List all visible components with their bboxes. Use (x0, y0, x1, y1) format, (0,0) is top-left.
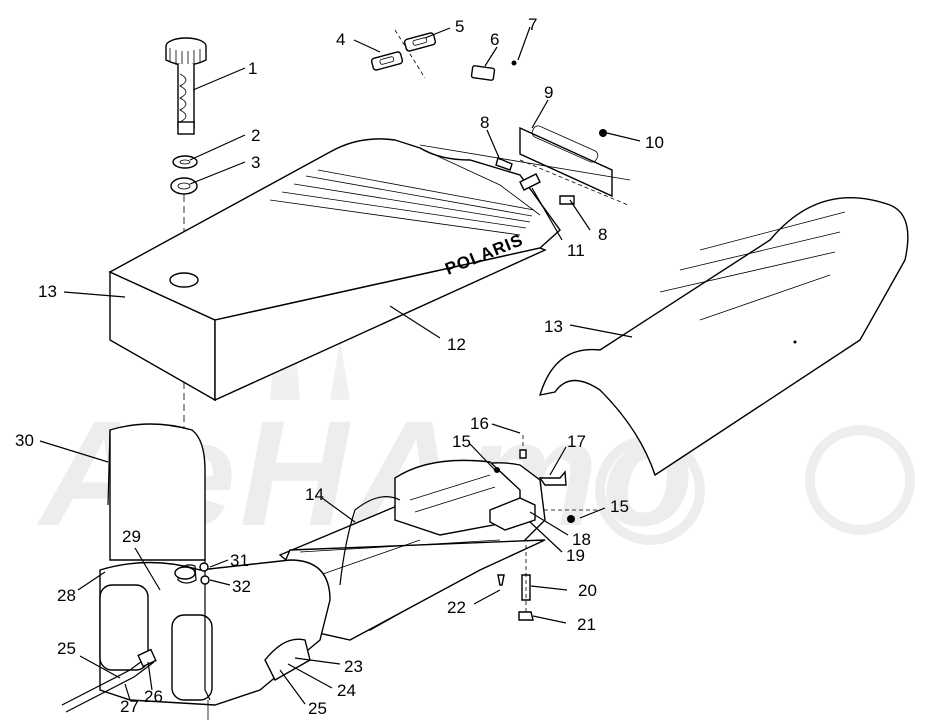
callout-13a: 13 (38, 282, 57, 301)
callout-13b: 13 (544, 317, 563, 336)
callout-7: 7 (528, 15, 537, 34)
callout-23: 23 (344, 657, 363, 676)
callout-15a: 15 (452, 432, 471, 451)
callout-12: 12 (447, 335, 466, 354)
seat-cover: POLARIS (108, 138, 561, 402)
callout-22: 22 (447, 598, 466, 617)
callout-3: 3 (251, 153, 260, 172)
callout-2: 2 (251, 126, 260, 145)
alt-seat-cover (538, 197, 909, 477)
callout-26: 26 (144, 687, 163, 706)
callout-6: 6 (490, 30, 499, 49)
leader-lines (39, 26, 641, 705)
callout-5: 5 (455, 17, 464, 36)
callout-9: 9 (544, 83, 553, 102)
callout-21: 21 (577, 615, 596, 634)
callout-20: 20 (578, 581, 597, 600)
fuel-cap (165, 37, 207, 135)
callout-19: 19 (566, 546, 585, 565)
small-hardware (370, 29, 517, 81)
callouts: 1 2 3 4 5 6 7 8 8 9 10 11 12 13 13 14 15… (15, 15, 664, 718)
callout-24: 24 (337, 681, 356, 700)
callout-1: 1 (248, 59, 257, 78)
callout-11: 11 (567, 241, 585, 260)
seat-bracket (419, 125, 631, 206)
callout-17: 17 (567, 432, 586, 451)
fuel-line (61, 648, 157, 713)
callout-8b: 8 (598, 225, 607, 244)
callout-29: 29 (122, 527, 141, 546)
callout-10: 10 (645, 133, 664, 152)
callout-25a: 25 (57, 639, 76, 658)
callout-18: 18 (572, 530, 591, 549)
fuel-tank (99, 459, 546, 720)
callout-32: 32 (232, 577, 251, 596)
callout-16: 16 (470, 414, 489, 433)
callout-30: 30 (15, 431, 34, 450)
callout-8a: 8 (480, 113, 489, 132)
callout-28: 28 (57, 586, 76, 605)
cap-seals (170, 155, 198, 195)
callout-4: 4 (336, 30, 345, 49)
mount-hardware (489, 435, 600, 621)
callout-25b: 25 (308, 699, 327, 718)
callout-27: 27 (120, 697, 139, 716)
callout-15b: 15 (610, 497, 629, 516)
callout-14: 14 (305, 485, 324, 504)
cap-fittings (174, 562, 210, 585)
callout-31: 31 (230, 551, 249, 570)
strap (107, 423, 206, 561)
